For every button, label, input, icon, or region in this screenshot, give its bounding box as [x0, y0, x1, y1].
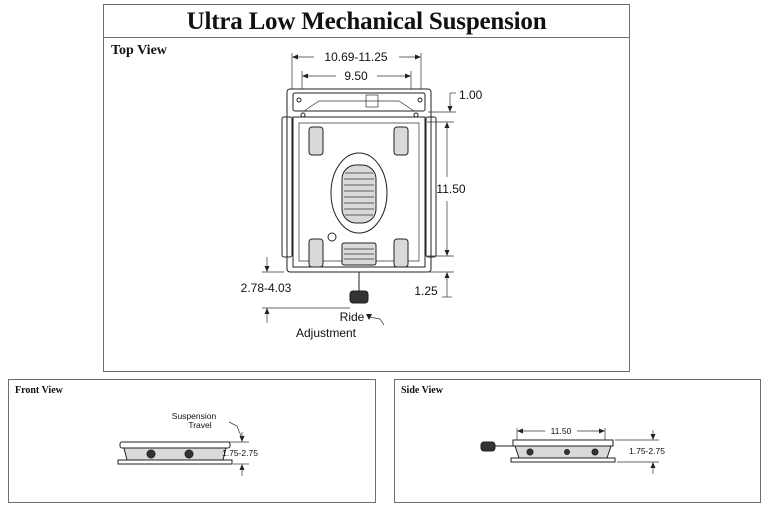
side-pivot-left: [526, 448, 534, 456]
dim-arrow-handle-upper: [264, 266, 270, 272]
side-view-label: Side View: [401, 385, 443, 396]
side-base-plate: [510, 457, 616, 463]
front-base-plate: [117, 459, 233, 465]
slot-upper-left: [308, 126, 324, 156]
ride-adjust-label-line1: Ride: [340, 310, 365, 324]
inner-plate-edge: [298, 122, 420, 262]
mount-hole-tr: [417, 97, 423, 103]
side-dim-height: 1.75-2.75: [629, 446, 665, 456]
top-view-drawing: 10.69-11.25 9.50 1.00 11.50 2.78-4.03: [241, 50, 483, 340]
right-rail: [425, 116, 437, 258]
side-dim-arrow-height-lower: [650, 462, 656, 468]
dim-bottom-offset: 1.25: [414, 284, 438, 298]
front-dim-arrow-lower: [239, 464, 245, 470]
front-view-panel: Front View Suspension Travel 1.75-2.75: [8, 379, 376, 503]
slot-upper-right: [393, 126, 409, 156]
top-linkage: [303, 100, 415, 112]
front-pivot-right: [184, 449, 194, 459]
dim-mount-width: 9.50: [344, 69, 368, 83]
dim-arrow-bottom-offset: [444, 272, 450, 278]
mount-hole-tl2: [300, 112, 306, 118]
top-view-panel: Ultra Low Mechanical Suspension Top View: [103, 4, 630, 372]
slot-lower-right: [393, 238, 409, 268]
mount-hole-tr2: [413, 112, 419, 118]
mount-hole-tl: [296, 97, 302, 103]
top-bolt-block: [365, 94, 379, 108]
dim-handle: 2.78-4.03: [241, 281, 292, 295]
slot-lower-left: [308, 238, 324, 268]
front-dim-arrow-upper: [239, 436, 245, 442]
front-dim-height: 1.75-2.75: [222, 448, 258, 458]
dim-top-offset: 1.00: [459, 88, 483, 102]
dim-length: 11.50: [436, 182, 465, 196]
center-grille: [341, 164, 377, 224]
page-title: Ultra Low Mechanical Suspension: [186, 8, 547, 35]
dim-overall-width: 10.69-11.25: [324, 50, 387, 64]
ride-adjust-arrow: [366, 314, 372, 320]
ride-adjust-leader: [368, 316, 385, 326]
ride-adjust-knob: [349, 290, 369, 304]
front-scissor-body: [123, 447, 227, 461]
left-rail: [281, 116, 293, 258]
bottom-grille-lines: [344, 248, 374, 260]
ride-adjust-label-line2: Adjustment: [296, 326, 357, 340]
side-top-plate: [512, 439, 614, 447]
front-view-drawing: Suspension Travel 1.75-2.75: [117, 411, 258, 476]
center-grille-lines: [344, 172, 374, 216]
dim-arrow-handle-lower: [264, 308, 270, 314]
side-view-drawing: 11.50 1.75-2.75: [480, 426, 665, 474]
front-view-label: Front View: [15, 385, 63, 396]
side-dim-length: 11.50: [551, 426, 572, 436]
top-mount-bar: [292, 92, 426, 112]
inner-plate: [292, 116, 426, 268]
title-divider: [104, 37, 629, 38]
side-pivot-mid: [564, 449, 570, 455]
top-view-label: Top View: [111, 43, 167, 58]
front-travel-leader: [228, 421, 242, 437]
side-view-panel: Side View 11.50 1.75-2.75: [394, 379, 761, 503]
front-top-plate: [119, 441, 231, 449]
side-handle-knob: [480, 441, 496, 452]
front-travel-label-line2: Travel: [188, 420, 211, 430]
dim-arrow-top-offset: [447, 106, 453, 112]
front-pivot-left: [146, 449, 156, 459]
front-travel-label-line1: Suspension: [172, 411, 217, 421]
side-pivot-right: [591, 448, 599, 456]
center-oval: [330, 152, 388, 234]
side-dim-arrow-height-upper: [650, 434, 656, 440]
adjuster-pivot: [327, 232, 337, 242]
